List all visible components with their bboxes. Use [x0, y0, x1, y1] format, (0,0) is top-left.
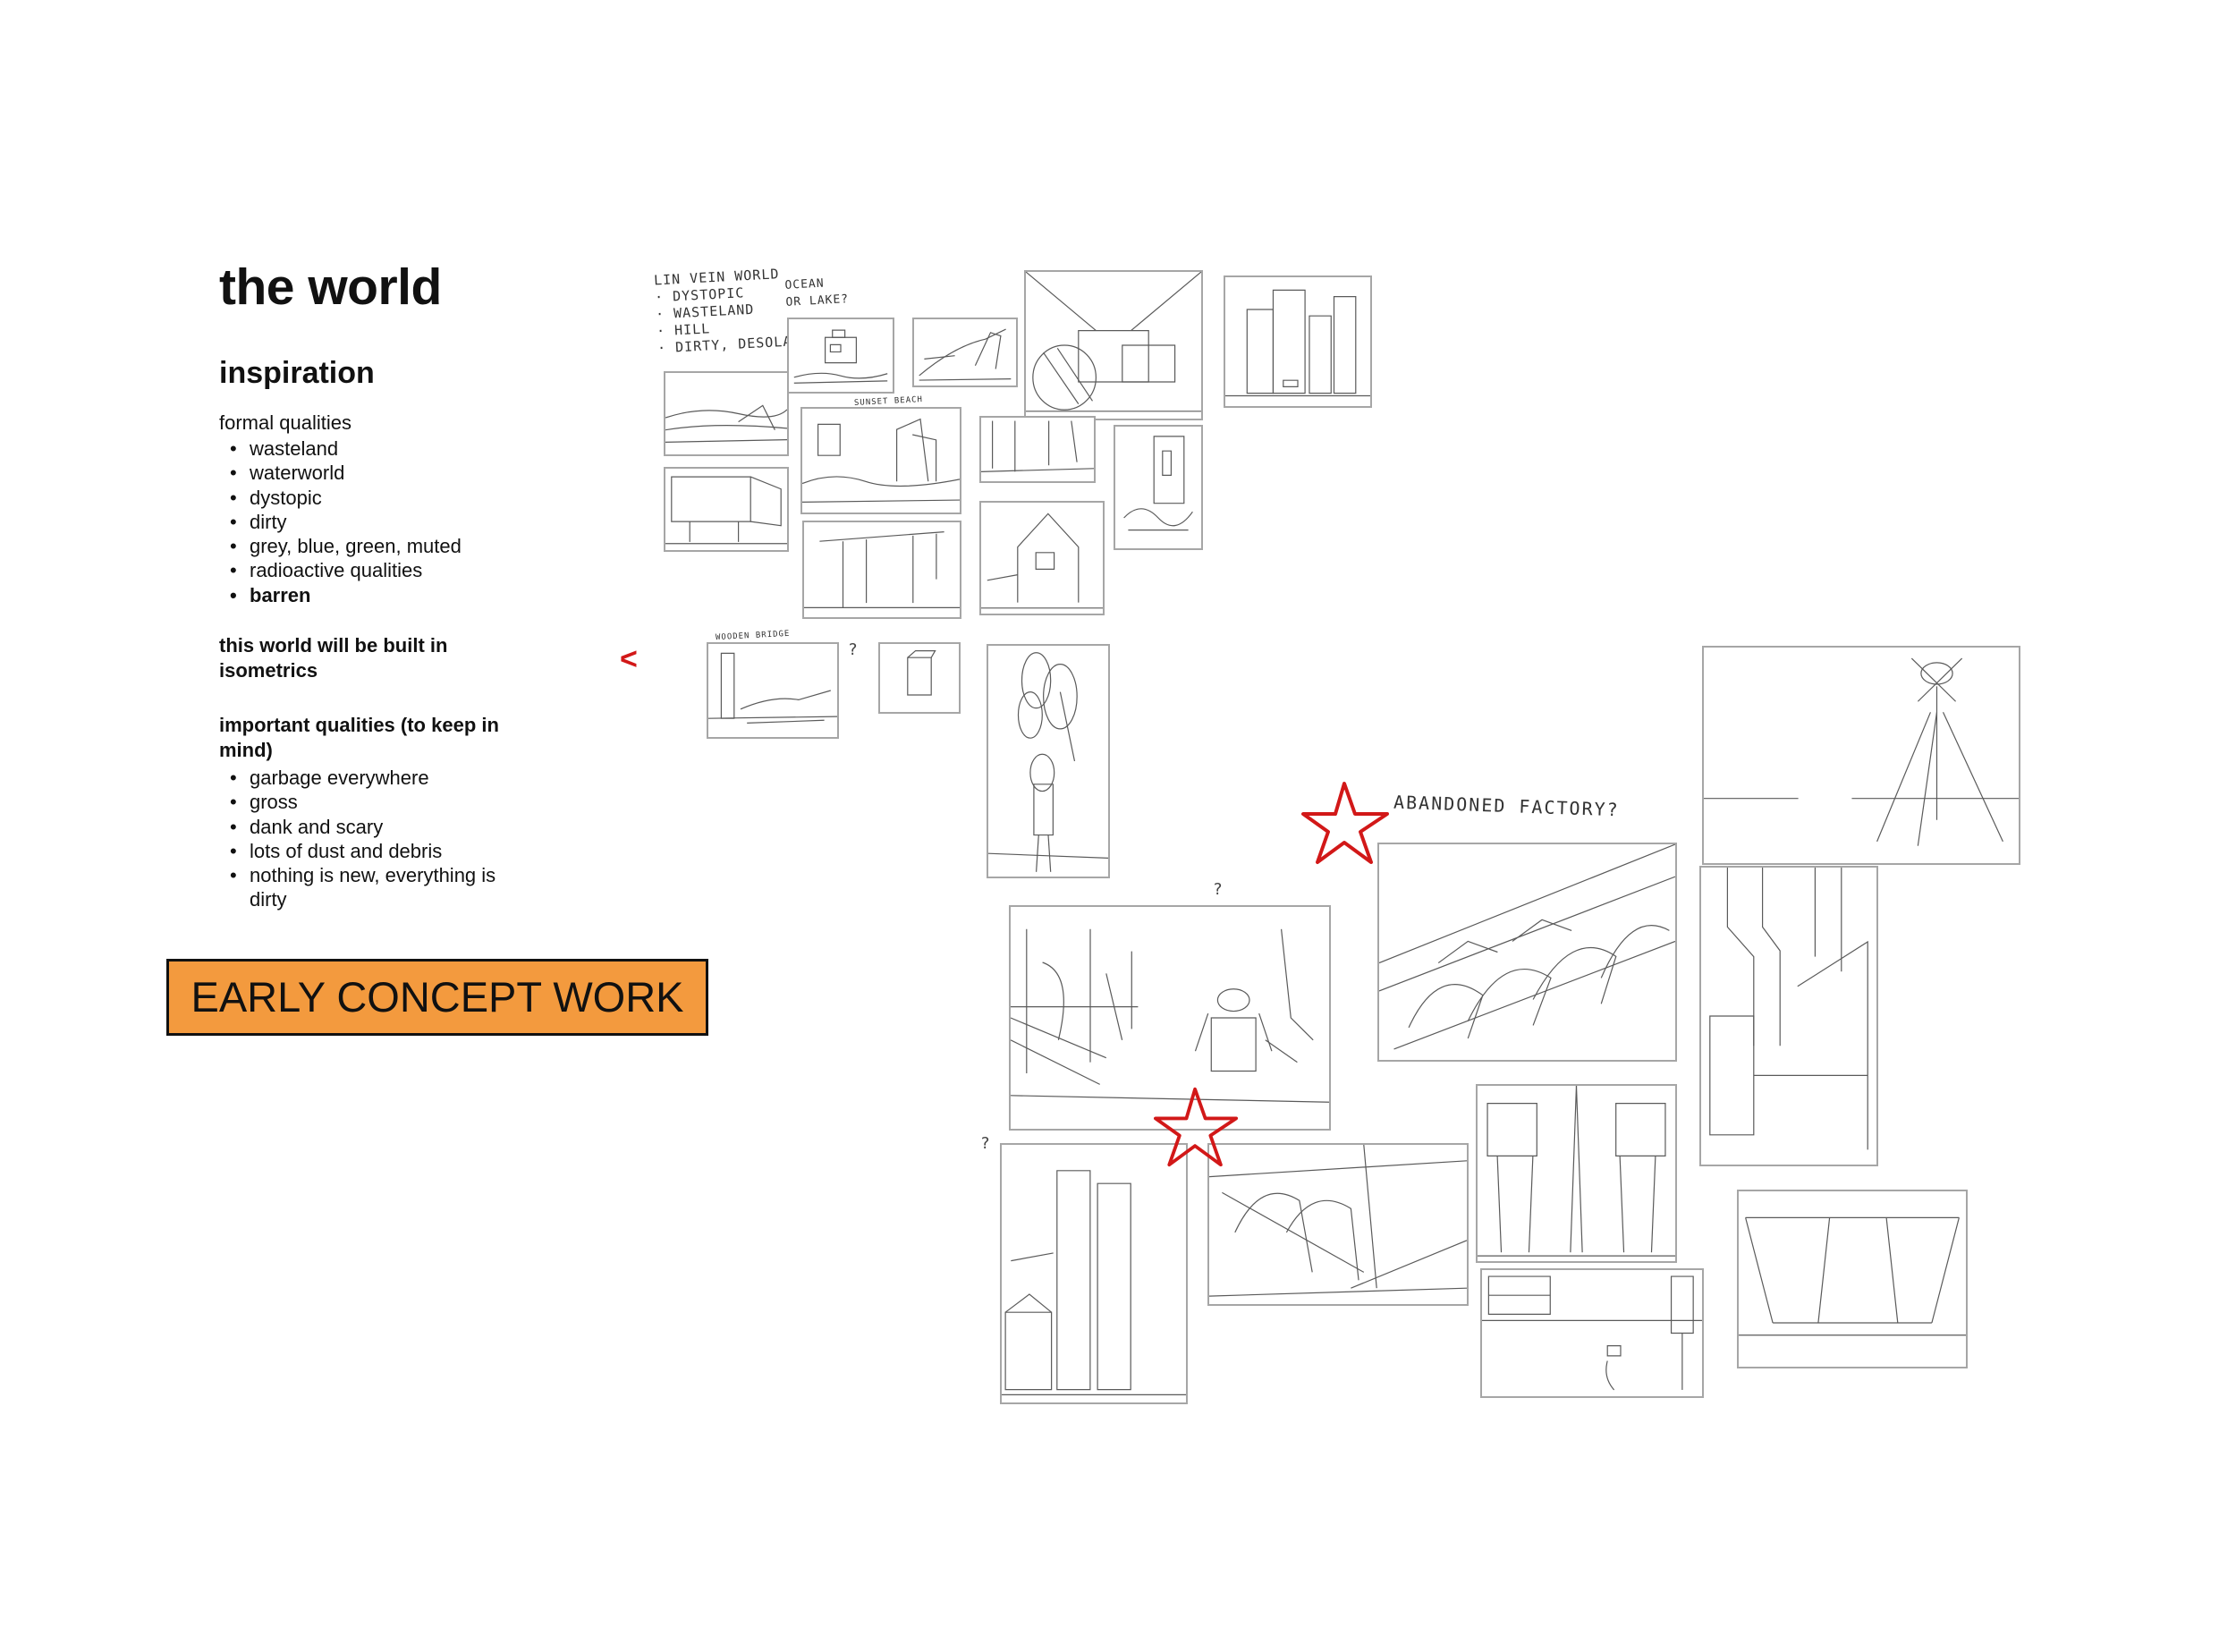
factory-caption: ABANDONED FACTORY?: [1393, 791, 1621, 821]
sketch-thumbnail: [979, 501, 1105, 615]
sketch-thumbnail: [1207, 1143, 1469, 1306]
early-concept-banner: EARLY CONCEPT WORK: [166, 959, 708, 1036]
sketch-thumbnail: [787, 318, 894, 394]
sketch-thumbnail: [1737, 1190, 1968, 1368]
important-qualities-list: garbage everywhere gross dank and scary …: [219, 766, 532, 912]
list-item: gross: [219, 790, 532, 815]
sketch-thumbnail: [1000, 1143, 1188, 1404]
list-item: dank and scary: [219, 815, 532, 840]
sketch-thumbnail: [1009, 905, 1331, 1131]
important-qualities-label: important qualities (to keep in mind): [219, 714, 499, 761]
pointer-mark: <: [620, 642, 638, 676]
formal-qualities-list: wasteland waterworld dystopic dirty grey…: [219, 436, 462, 607]
sketch-thumbnail: [878, 642, 961, 714]
sketch-thumbnail: [1480, 1268, 1704, 1398]
sketch-thumbnail: [1024, 270, 1203, 420]
star-mark: [1154, 1087, 1239, 1167]
list-item: dirty: [219, 510, 462, 535]
question-mark: ?: [848, 640, 858, 659]
sketch-thumbnail: [1699, 866, 1878, 1166]
list-item: grey, blue, green, muted: [219, 534, 462, 559]
formal-qualities-label: formal qualities: [219, 411, 351, 434]
list-item: radioactive qualities: [219, 558, 462, 583]
build-note: this world will be built in isometrics: [219, 634, 448, 682]
list-item: nothing is new, everything is dirty: [219, 863, 532, 912]
list-item: waterworld: [219, 461, 462, 486]
sketch-thumbnail: [664, 371, 789, 456]
list-item: lots of dust and debris: [219, 839, 532, 864]
sketch-thumbnail: [979, 416, 1096, 483]
list-item: dystopic: [219, 486, 462, 511]
question-mark: ?: [980, 1134, 990, 1153]
sketch-thumbnail: [664, 467, 789, 552]
sketch-thumbnail: [802, 521, 961, 619]
sketch-thumbnail: [1224, 275, 1372, 408]
sketch-thumbnail: [1476, 1084, 1677, 1263]
sketch-thumbnail: [1114, 425, 1203, 550]
sketch-thumbnail: [1702, 646, 2020, 865]
list-item: barren: [219, 583, 462, 608]
handwritten-ocean-note: OCEAN OR LAKE?: [784, 274, 850, 311]
sketch-thumbnail: [800, 407, 961, 514]
list-item: wasteland: [219, 436, 462, 462]
sketch-thumbnail: [912, 318, 1018, 387]
sketch-thumbnail: [987, 644, 1110, 878]
star-mark: [1301, 782, 1389, 864]
sketch-thumbnail: [1377, 843, 1677, 1062]
question-mark: ?: [1213, 880, 1223, 899]
note-line: OR LAKE?: [785, 292, 850, 309]
page-title: the world: [219, 258, 442, 316]
sketch-thumbnail: [707, 642, 839, 739]
list-item: garbage everywhere: [219, 766, 532, 791]
section-subtitle: inspiration: [219, 356, 375, 390]
